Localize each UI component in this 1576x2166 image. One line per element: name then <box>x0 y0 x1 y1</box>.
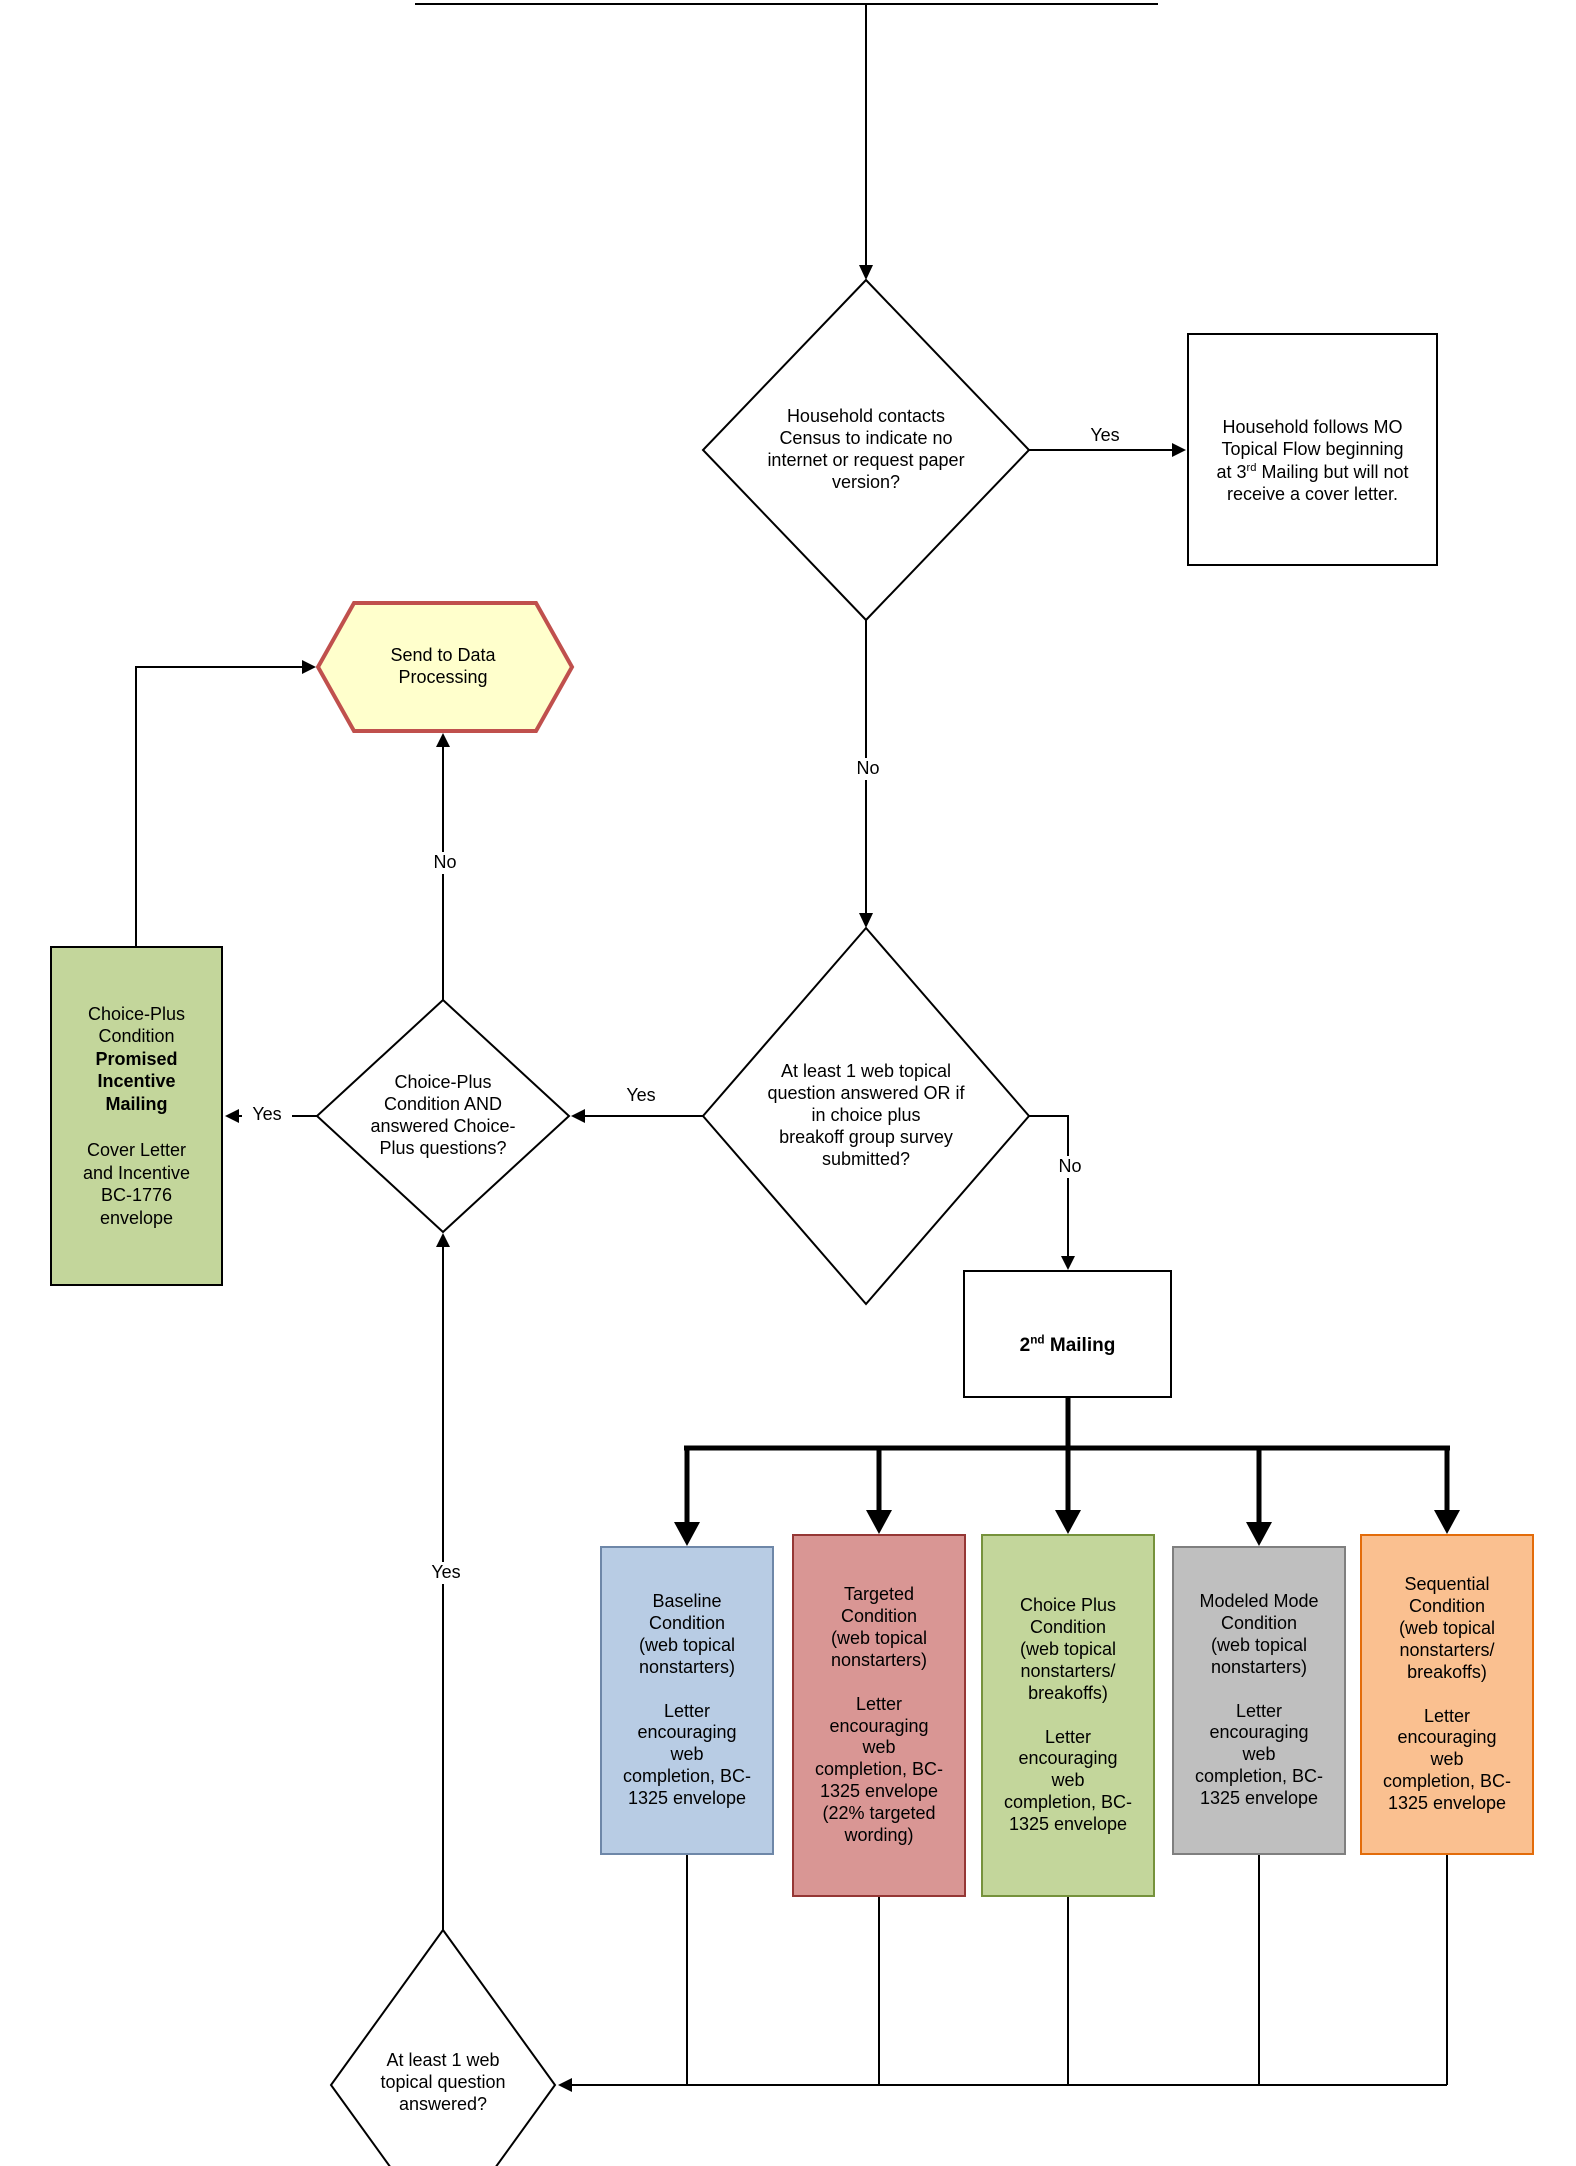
condition-box-baseline: Baseline Condition (web topical nonstart… <box>600 1546 774 1855</box>
decision-choice-plus-text: Choice-Plus Condition AND answered Choic… <box>370 1072 516 1158</box>
decision-web-topical-shape <box>701 926 1031 1306</box>
connector-top-entry <box>415 3 1158 280</box>
second-mailing-text: 2 <box>1019 1335 1031 1356</box>
second-mailing-superscript: nd <box>1030 1333 1045 1347</box>
condition-box-sequential: Sequential Condition (web topical nonsta… <box>1360 1534 1534 1855</box>
condition-choice-plus-title: Choice Plus Condition (web topical nonst… <box>1019 1594 1117 1703</box>
connector-bottom-yes <box>436 1233 450 1930</box>
mo-box-superscript: rd <box>1246 461 1257 474</box>
condition-box-choice-plus: Choice Plus Condition (web topical nonst… <box>981 1534 1155 1897</box>
process-promised-incentive-mailing: Choice-Plus Condition Promised Incentive… <box>50 946 223 1286</box>
condition-sequential-title: Sequential Condition (web topical nonsta… <box>1398 1573 1496 1682</box>
condition-box-targeted: Targeted Condition (web topical nonstart… <box>792 1534 966 1897</box>
process-second-mailing: 2nd Mailing <box>963 1270 1172 1398</box>
connector-topical-yes <box>571 1109 703 1123</box>
condition-modeled-mode-title: Modeled Mode Condition (web topical nons… <box>1199 1590 1319 1677</box>
condition-targeted-title: Targeted Condition (web topical nonstart… <box>830 1583 928 1670</box>
process-mo-topical-flow: Household follows MO Topical Flow beginn… <box>1187 333 1438 566</box>
condition-box-modeled-mode: Modeled Mode Condition (web topical nons… <box>1172 1546 1346 1855</box>
mo-box-text-cont: Mailing but will not receive a cover let… <box>1226 461 1409 505</box>
decision-household-contacts-text: Household contacts Census to indicate no… <box>767 406 965 492</box>
terminator-send-to-data-processing-shape <box>315 601 575 733</box>
decision-choice-plus-shape <box>315 998 571 1234</box>
condition-sequential-body: Letter encouraging web completion, BC- 1… <box>1382 1705 1512 1814</box>
label-bottom-yes: Yes <box>421 1562 471 1584</box>
condition-baseline-body: Letter encouraging web completion, BC- 1… <box>622 1700 752 1809</box>
second-mailing-text-cont: Mailing <box>1044 1335 1116 1356</box>
terminator-send-to-data-processing-text: Send to Data Processing <box>390 645 496 687</box>
label-topical-no: No <box>1046 1156 1094 1178</box>
connector-conditions-to-bottom-decision <box>558 1855 1448 2092</box>
label-household-no: No <box>844 758 892 780</box>
label-topical-yes: Yes <box>614 1085 668 1107</box>
connector-topical-no <box>1029 1115 1075 1270</box>
decision-bottom-web-topical-shape <box>329 1928 557 2166</box>
condition-choice-plus-body: Letter encouraging web completion, BC- 1… <box>1003 1726 1133 1835</box>
incentive-box-condition-text: Choice-Plus Condition <box>87 1003 186 1047</box>
label-household-yes: Yes <box>1078 425 1132 447</box>
condition-targeted-body: Letter encouraging web completion, BC- 1… <box>814 1693 944 1846</box>
condition-modeled-mode-body: Letter encouraging web completion, BC- 1… <box>1194 1700 1324 1809</box>
decision-web-topical-text: At least 1 web topical question answered… <box>767 1061 965 1169</box>
incentive-box-contents-text: Cover Letter and Incentive BC-1776 envel… <box>82 1140 191 1228</box>
condition-baseline-title: Baseline Condition (web topical nonstart… <box>638 1590 736 1677</box>
connector-household-yes <box>1029 443 1186 457</box>
label-choiceplus-yes: Yes <box>242 1104 292 1126</box>
connector-second-mailing-branch <box>674 1398 1460 1546</box>
label-choiceplus-no: No <box>423 852 467 874</box>
mo-box-text: Household follows MO Topical Flow beginn… <box>1216 416 1404 482</box>
decision-bottom-web-topical-text: At least 1 web topical question answered… <box>380 2050 506 2114</box>
incentive-box-title-text: Promised Incentive Mailing <box>95 1048 178 1114</box>
connector-incentive-to-data-processing <box>135 660 316 946</box>
